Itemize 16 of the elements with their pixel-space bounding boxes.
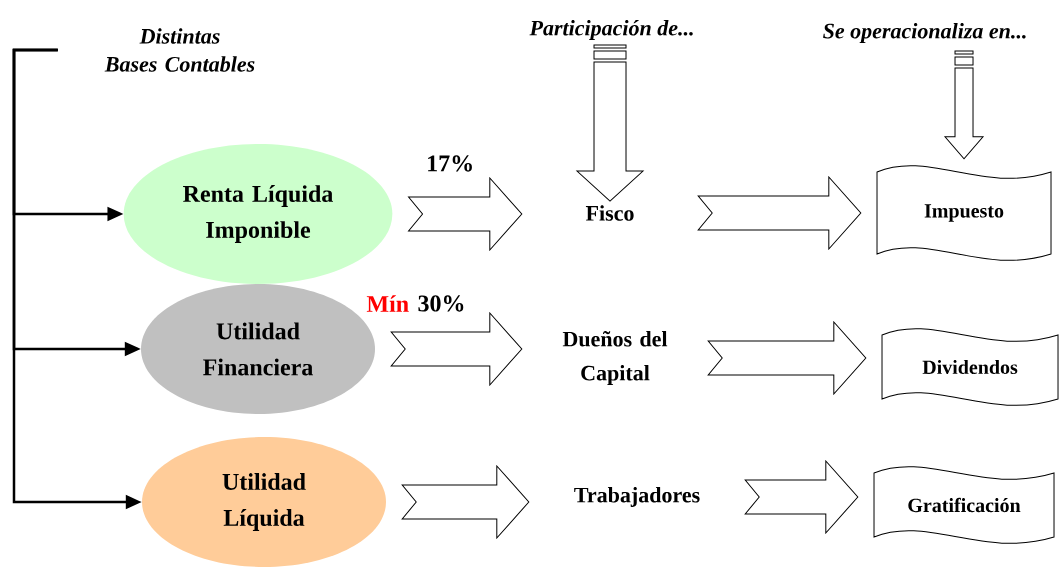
block-arrow [390,312,523,386]
block-arrow [707,321,867,395]
edge-label: 17% [428,155,472,172]
column-heading: Se operacionaliza en... [823,23,1026,43]
block-arrow [697,176,862,250]
edge-label: 30% [418,295,464,312]
node-label: Fisco [585,205,634,221]
column-heading: Distintas Bases Contables [104,28,255,72]
block-arrow [401,465,530,539]
block-arrow [408,177,523,251]
node-label: Trabajadores [574,487,700,507]
ellipse-node: Renta Líquida Imponible [123,144,393,284]
node-label: Dueños del Capital [562,331,668,385]
block-arrow [744,460,859,534]
column-heading: Participación de... [529,20,693,40]
ellipse-node: Utilidad Líquida [142,437,386,567]
